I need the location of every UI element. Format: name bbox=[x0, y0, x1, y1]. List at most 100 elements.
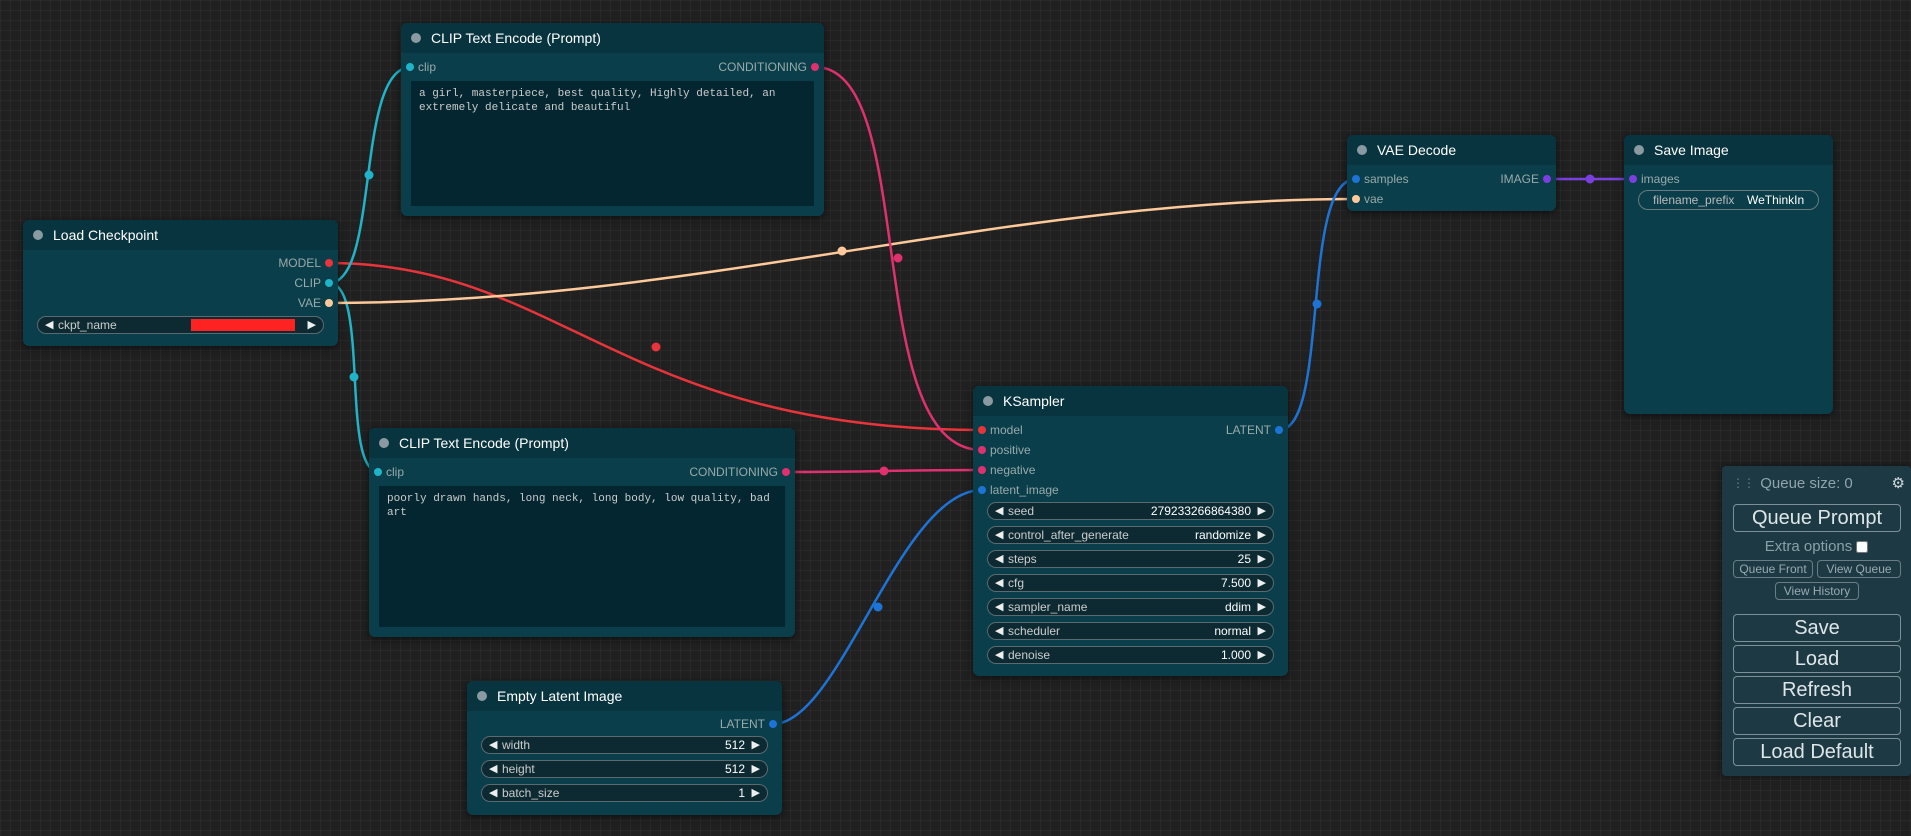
slot-dot-icon[interactable] bbox=[978, 446, 986, 454]
arrow-right-icon[interactable]: ▶ bbox=[1257, 553, 1266, 565]
widget-value[interactable]: WeThinkIn bbox=[1747, 193, 1805, 207]
arrow-left-icon[interactable]: ◀ bbox=[995, 553, 1004, 565]
output-latent[interactable]: LATENT bbox=[720, 716, 782, 732]
widget-cfg[interactable]: ◀ cfg 7.500 ▶ bbox=[987, 574, 1274, 592]
arrow-right-icon[interactable]: ▶ bbox=[751, 763, 760, 775]
arrow-right-icon[interactable]: ▶ bbox=[751, 739, 760, 751]
arrow-right-icon[interactable]: ▶ bbox=[1257, 625, 1266, 637]
view-history-button[interactable]: View History bbox=[1775, 582, 1859, 600]
queue-menu[interactable]: ⋮⋮ Queue size: 0 ⚙ Queue Prompt Extra op… bbox=[1722, 466, 1911, 776]
slot-dot-icon[interactable] bbox=[406, 63, 414, 71]
arrow-left-icon[interactable]: ◀ bbox=[995, 601, 1004, 613]
input-clip[interactable]: clip bbox=[369, 464, 404, 480]
slot-dot-icon[interactable] bbox=[769, 720, 777, 728]
output-conditioning[interactable]: CONDITIONING bbox=[689, 464, 795, 480]
arrow-right-icon[interactable]: ▶ bbox=[1257, 529, 1266, 541]
drag-handle-icon[interactable]: ⋮⋮ bbox=[1732, 476, 1755, 490]
slot-dot-icon[interactable] bbox=[1543, 175, 1551, 183]
load-button[interactable]: Load bbox=[1733, 645, 1901, 673]
widget-seed[interactable]: ◀ seed 279233266864380 ▶ bbox=[987, 502, 1274, 520]
slot-dot-icon[interactable] bbox=[325, 259, 333, 267]
save-button[interactable]: Save bbox=[1733, 614, 1901, 642]
slot-dot-icon[interactable] bbox=[1275, 426, 1283, 434]
input-negative[interactable]: negative bbox=[973, 462, 1035, 478]
slot-dot-icon[interactable] bbox=[1352, 195, 1360, 203]
queue-front-button[interactable]: Queue Front bbox=[1733, 560, 1813, 578]
node-ksampler[interactable]: KSampler model positive negative latent_… bbox=[973, 386, 1288, 676]
clear-button[interactable]: Clear bbox=[1733, 707, 1901, 735]
node-title[interactable]: Load Checkpoint bbox=[23, 220, 338, 250]
collapse-dot-icon[interactable] bbox=[1634, 145, 1644, 155]
arrow-left-icon[interactable]: ◀ bbox=[995, 505, 1004, 517]
node-clip-text-encode-positive[interactable]: CLIP Text Encode (Prompt) clip CONDITION… bbox=[401, 23, 824, 216]
input-model[interactable]: model bbox=[973, 422, 1023, 438]
node-load-checkpoint[interactable]: Load Checkpoint MODEL CLIP VAE ◀ ckpt_na… bbox=[23, 220, 338, 346]
slot-dot-icon[interactable] bbox=[811, 63, 819, 71]
output-image[interactable]: IMAGE bbox=[1500, 171, 1556, 187]
collapse-dot-icon[interactable] bbox=[379, 438, 389, 448]
widget-scheduler[interactable]: ◀ scheduler normal ▶ bbox=[987, 622, 1274, 640]
node-title[interactable]: VAE Decode bbox=[1347, 135, 1556, 165]
widget-ckpt-name[interactable]: ◀ ckpt_name ▶ bbox=[37, 316, 324, 334]
slot-dot-icon[interactable] bbox=[325, 279, 333, 287]
widget-denoise[interactable]: ◀ denoise 1.000 ▶ bbox=[987, 646, 1274, 664]
input-samples[interactable]: samples bbox=[1347, 171, 1409, 187]
refresh-button[interactable]: Refresh bbox=[1733, 676, 1901, 704]
node-title[interactable]: CLIP Text Encode (Prompt) bbox=[369, 428, 795, 458]
node-vae-decode[interactable]: VAE Decode samples vae IMAGE bbox=[1347, 135, 1556, 211]
input-vae[interactable]: vae bbox=[1347, 191, 1383, 207]
widget-control-after-generate[interactable]: ◀ control_after_generate randomize ▶ bbox=[987, 526, 1274, 544]
arrow-left-icon[interactable]: ◀ bbox=[995, 625, 1004, 637]
collapse-dot-icon[interactable] bbox=[983, 396, 993, 406]
widget-height[interactable]: ◀ height 512 ▶ bbox=[481, 760, 768, 778]
slot-dot-icon[interactable] bbox=[1629, 175, 1637, 183]
slot-dot-icon[interactable] bbox=[978, 426, 986, 434]
queue-prompt-button[interactable]: Queue Prompt bbox=[1733, 504, 1901, 532]
slot-dot-icon[interactable] bbox=[1352, 175, 1360, 183]
widget-sampler-name[interactable]: ◀ sampler_name ddim ▶ bbox=[987, 598, 1274, 616]
collapse-dot-icon[interactable] bbox=[1357, 145, 1367, 155]
node-title[interactable]: KSampler bbox=[973, 386, 1288, 416]
arrow-right-icon[interactable]: ▶ bbox=[1257, 577, 1266, 589]
collapse-dot-icon[interactable] bbox=[411, 33, 421, 43]
output-model[interactable]: MODEL bbox=[278, 255, 338, 271]
widget-steps[interactable]: ◀ steps 25 ▶ bbox=[987, 550, 1274, 568]
input-clip[interactable]: clip bbox=[401, 59, 436, 75]
slot-dot-icon[interactable] bbox=[978, 466, 986, 474]
arrow-right-icon[interactable]: ▶ bbox=[1257, 649, 1266, 661]
slot-dot-icon[interactable] bbox=[325, 299, 333, 307]
arrow-left-icon[interactable]: ◀ bbox=[489, 787, 498, 799]
arrow-right-icon[interactable]: ▶ bbox=[751, 787, 760, 799]
widget-batch-size[interactable]: ◀ batch_size 1 ▶ bbox=[481, 784, 768, 802]
collapse-dot-icon[interactable] bbox=[33, 230, 43, 240]
gear-icon[interactable]: ⚙ bbox=[1891, 475, 1905, 492]
output-latent[interactable]: LATENT bbox=[1226, 422, 1288, 438]
arrow-left-icon[interactable]: ◀ bbox=[489, 763, 498, 775]
widget-width[interactable]: ◀ width 512 ▶ bbox=[481, 736, 768, 754]
node-clip-text-encode-negative[interactable]: CLIP Text Encode (Prompt) clip CONDITION… bbox=[369, 428, 795, 637]
input-latent-image[interactable]: latent_image bbox=[973, 482, 1059, 498]
arrow-left-icon[interactable]: ◀ bbox=[995, 649, 1004, 661]
arrow-left-icon[interactable]: ◀ bbox=[45, 319, 54, 331]
collapse-dot-icon[interactable] bbox=[477, 691, 487, 701]
slot-dot-icon[interactable] bbox=[978, 486, 986, 494]
output-vae[interactable]: VAE bbox=[298, 295, 338, 311]
input-positive[interactable]: positive bbox=[973, 442, 1031, 458]
arrow-left-icon[interactable]: ◀ bbox=[489, 739, 498, 751]
node-title[interactable]: Empty Latent Image bbox=[467, 681, 782, 711]
prompt-text-area[interactable]: a girl, masterpiece, best quality, Highl… bbox=[411, 81, 814, 206]
node-title[interactable]: CLIP Text Encode (Prompt) bbox=[401, 23, 824, 53]
output-conditioning[interactable]: CONDITIONING bbox=[718, 59, 824, 75]
arrow-right-icon[interactable]: ▶ bbox=[1257, 505, 1266, 517]
slot-dot-icon[interactable] bbox=[782, 468, 790, 476]
node-save-image[interactable]: Save Image images filename_prefix WeThin… bbox=[1624, 135, 1833, 414]
prompt-text-area[interactable]: poorly drawn hands, long neck, long body… bbox=[379, 486, 785, 627]
slot-dot-icon[interactable] bbox=[374, 468, 382, 476]
arrow-right-icon[interactable]: ▶ bbox=[1257, 601, 1266, 613]
widget-filename-prefix[interactable]: filename_prefix WeThinkIn bbox=[1638, 190, 1819, 210]
output-clip[interactable]: CLIP bbox=[294, 275, 338, 291]
input-images[interactable]: images bbox=[1624, 171, 1680, 187]
arrow-right-icon[interactable]: ▶ bbox=[307, 319, 316, 331]
arrow-left-icon[interactable]: ◀ bbox=[995, 577, 1004, 589]
arrow-left-icon[interactable]: ◀ bbox=[995, 529, 1004, 541]
